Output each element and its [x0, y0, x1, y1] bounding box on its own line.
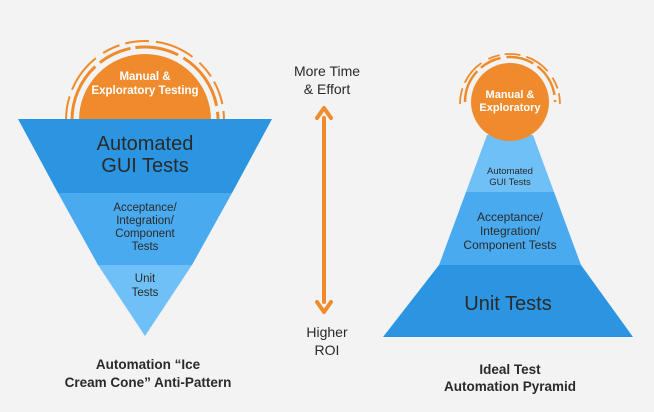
- left-caption-1: Automation “Ice: [96, 357, 201, 372]
- left-layer-acceptance: [58, 193, 232, 265]
- right-manual-circle: [471, 63, 549, 141]
- right-caption-2: Automation Pyramid: [444, 379, 576, 394]
- right-layer-acceptance: [439, 192, 581, 265]
- arrow-head-down-icon: [315, 300, 333, 314]
- left-circle-rings: [65, 40, 225, 121]
- right-layer1-label-1: Automated: [487, 166, 533, 177]
- left-layer1-label-2: GUI Tests: [101, 155, 188, 177]
- right-layer2-label-2: Integration/: [480, 224, 541, 238]
- ice-cream-cone: Manual & Exploratory Testing Automated G…: [18, 40, 272, 390]
- right-circle-label-2: Exploratory: [479, 102, 541, 114]
- left-layer2-label-4: Tests: [132, 241, 159, 253]
- higher-roi-label-2: ROI: [315, 342, 340, 358]
- right-layer2-label-1: Acceptance/: [477, 210, 544, 224]
- left-circle-label-1: Manual &: [119, 71, 170, 83]
- left-caption-2: Cream Cone” Anti-Pattern: [65, 375, 232, 390]
- arrow-head-up-icon: [315, 106, 333, 120]
- left-layer-unit: [98, 265, 192, 336]
- right-circle-label-1: Manual &: [486, 89, 535, 101]
- left-layer-automated-gui: [18, 119, 272, 193]
- left-layer2-label-1: Acceptance/: [113, 202, 177, 214]
- right-layer1-label-2: GUI Tests: [489, 177, 531, 188]
- left-layer1-label-1: Automated: [97, 133, 194, 155]
- effort-roi-arrow: More Time & Effort Higher ROI: [294, 63, 360, 358]
- higher-roi-label-1: Higher: [306, 324, 348, 340]
- right-layer-unit: [383, 265, 633, 337]
- more-time-label-2: & Effort: [304, 81, 351, 97]
- left-layer2-label-3: Component: [115, 228, 175, 240]
- right-caption-1: Ideal Test: [479, 362, 541, 377]
- ideal-pyramid: Manual & Exploratory Automated GUI Tests…: [383, 53, 633, 394]
- right-circle-rings: [459, 53, 561, 105]
- right-layer-automated-gui: [466, 135, 554, 192]
- left-layer3-label-2: Tests: [132, 287, 159, 299]
- left-layer2-label-2: Integration/: [116, 215, 174, 227]
- right-layer2-label-3: Component Tests: [463, 238, 556, 252]
- more-time-label-1: More Time: [294, 63, 360, 79]
- right-layer3-label: Unit Tests: [464, 293, 551, 315]
- left-layer3-label-1: Unit: [135, 273, 156, 285]
- left-circle-label-2: Exploratory Testing: [91, 85, 198, 97]
